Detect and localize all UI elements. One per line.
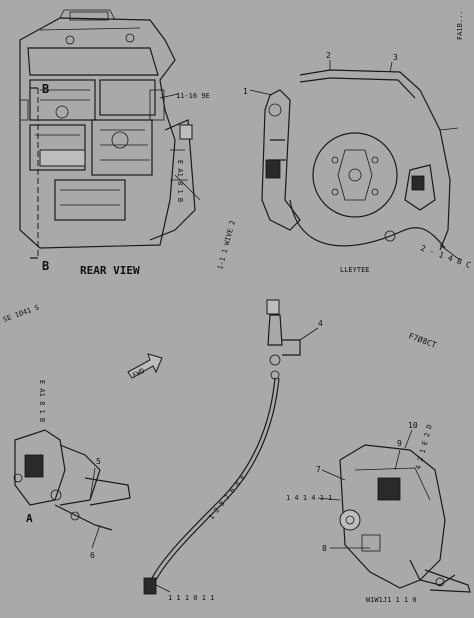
cable-assembly [13,299,319,595]
callout-5: 5 [96,457,101,466]
rear-view-engine [19,9,201,259]
br-code: W1W1J1 1 1 0 [366,596,417,604]
clutch-mount [317,429,471,593]
part-code-mid: LLEYTEE [340,266,370,274]
right-mid-code: 4 2 1 E 2 D [414,424,434,471]
callout-3: 3 [393,53,398,62]
callout-9: 9 [397,439,402,448]
callout-8: 8 [322,544,327,553]
section-code-mid: 1-1 1 WIVE 2 [216,220,237,271]
callout-6: 6 [90,551,95,560]
left-mid-code: SE 1041 S [2,303,40,323]
side-mid-right-code: F7Ø8CT [407,330,438,349]
callout-2: 2 [326,51,331,60]
section-b-top-label: B [42,82,49,96]
top-right-code: FA1B... [456,10,464,40]
vertical-code-left: E A1 8 1 B [38,380,46,422]
callout-10: 10 [408,421,418,430]
section-code-left: 11-16 9E [176,92,210,100]
view-a-label: A [26,512,33,525]
vertical-label-left: E A1 8 1 B [176,160,184,202]
br-callout-code: 1 4 1 4 1 1 [286,494,332,502]
callout-7: 7 [316,465,321,474]
rear-view-label: REAR VIEW [80,264,140,277]
cable-code: 1 2 8 7 6 8 E [207,473,247,521]
side-label-right: 2 - 1 4 8 C [419,243,472,270]
callout-4: 4 [318,319,323,328]
section-b-bottom-label: B [42,259,49,273]
flywheel-assembly [249,60,461,261]
bottom-mid-code: 1 1 1 0 1 1 [168,594,214,602]
callout-1: 1 [243,87,248,96]
